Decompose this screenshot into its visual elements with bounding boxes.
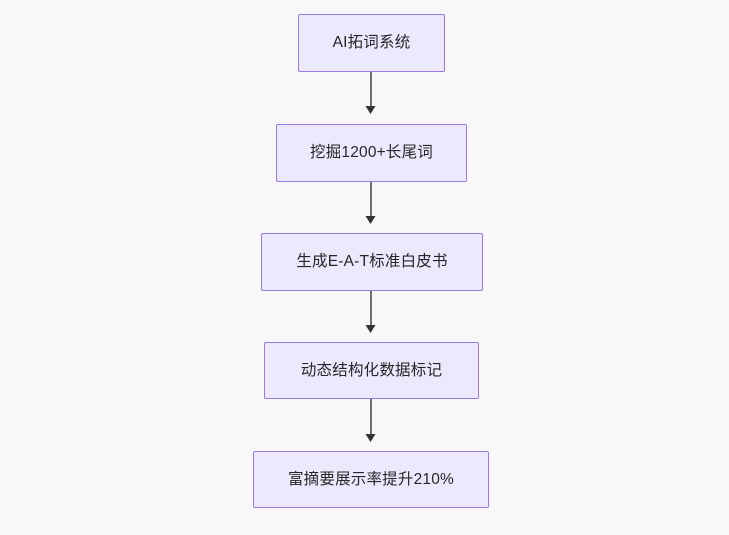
arrowhead-icon xyxy=(365,325,376,333)
edge-line xyxy=(370,72,372,107)
flow-node-label: 生成E-A-T标准白皮书 xyxy=(296,253,448,271)
arrowhead-icon xyxy=(365,434,376,442)
edge-line xyxy=(370,182,372,217)
flow-node-label: 动态结构化数据标记 xyxy=(300,361,443,379)
arrowhead-icon xyxy=(365,106,376,114)
edge-line xyxy=(370,399,372,435)
flow-node-dynamic-structured-data-markup[interactable]: 动态结构化数据标记 xyxy=(264,342,479,399)
flow-node-generate-eat-whitepaper[interactable]: 生成E-A-T标准白皮书 xyxy=(261,233,483,291)
arrowhead-icon xyxy=(365,216,376,224)
flow-node-label: 挖掘1200+长尾词 xyxy=(309,144,434,162)
flow-node-rich-snippet-uplift[interactable]: 富摘要展示率提升210% xyxy=(253,451,489,508)
flow-node-mine-longtail-keywords[interactable]: 挖掘1200+长尾词 xyxy=(276,124,467,182)
flow-node-label: AI拓词系统 xyxy=(332,34,411,52)
flow-node-label: 富摘要展示率提升210% xyxy=(287,470,455,488)
flow-node-ai-keyword-system[interactable]: AI拓词系统 xyxy=(298,14,445,72)
edge-line xyxy=(370,291,372,326)
